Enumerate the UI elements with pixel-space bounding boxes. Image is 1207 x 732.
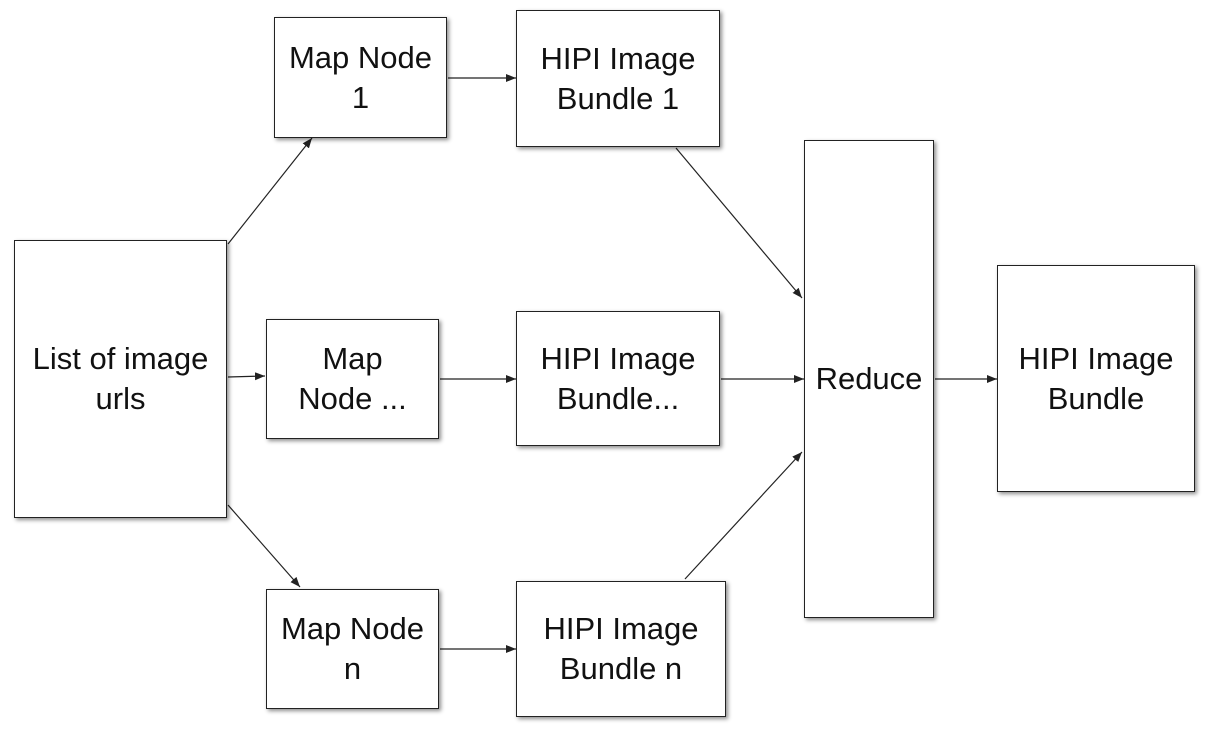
edge-bundle-1-to-reduce <box>675 147 803 299</box>
edge-list-to-map-node-mid <box>227 372 266 381</box>
map-node-n: Map Node n <box>266 589 439 709</box>
hipi-image-bundle-1: HIPI Image Bundle 1 <box>516 10 720 147</box>
output-hipi-image-bundle: HIPI Image Bundle <box>997 265 1195 492</box>
edge-list-to-map-node-1 <box>227 137 313 245</box>
edge-list-to-map-node-n <box>227 504 301 588</box>
reduce-node: Reduce <box>804 140 934 618</box>
hipi-image-bundle-mid: HIPI Image Bundle... <box>516 311 720 446</box>
map-node-mid: Map Node ... <box>266 319 439 439</box>
list-of-image-urls-node: List of image urls <box>14 240 227 518</box>
reduce-label: Reduce <box>815 361 923 396</box>
list-of-image-urls-label: List of image urls <box>32 341 209 416</box>
hipi-image-bundle-mid-label: HIPI Image Bundle... <box>540 340 696 416</box>
hipi-image-bundle-n-label: HIPI Image Bundle n <box>543 611 699 686</box>
hipi-image-bundle-1-label: HIPI Image Bundle 1 <box>540 40 696 116</box>
hipi-image-bundle-n: HIPI Image Bundle n <box>516 581 726 717</box>
map-node-mid-label: Map Node ... <box>298 341 407 416</box>
output-hipi-image-bundle-label: HIPI Image Bundle <box>1018 340 1174 416</box>
map-node-n-label: Map Node n <box>280 611 425 686</box>
edge-bundle-n-to-reduce <box>684 451 803 580</box>
map-node-1: Map Node 1 <box>274 17 447 138</box>
map-node-1-label: Map Node 1 <box>288 39 433 115</box>
